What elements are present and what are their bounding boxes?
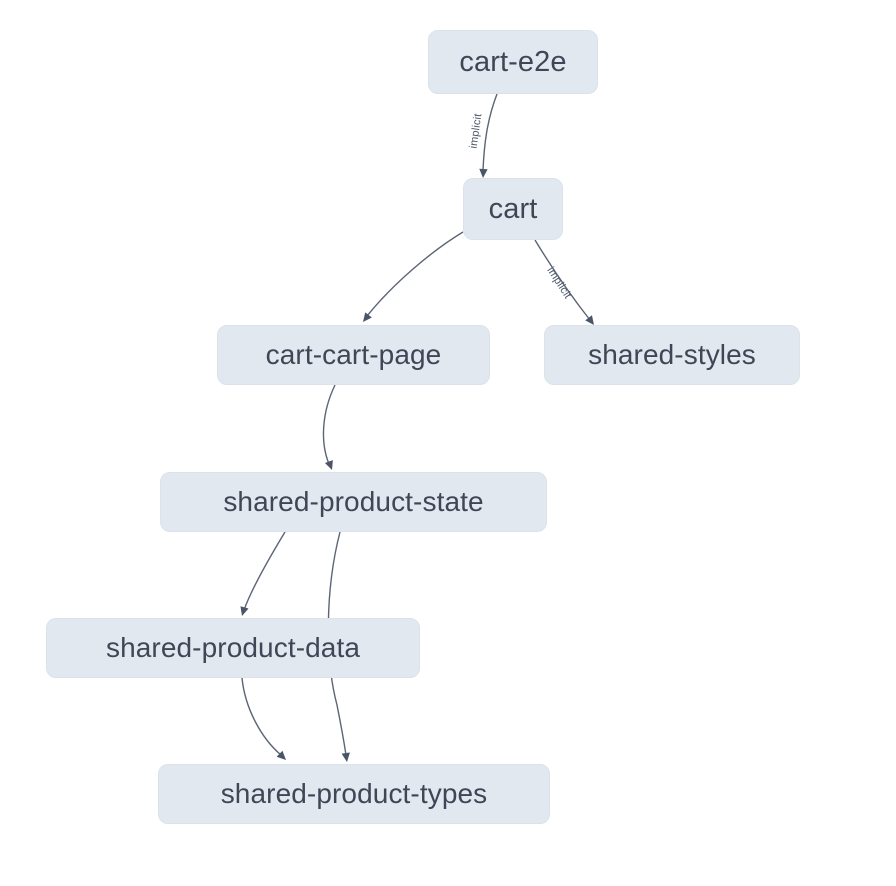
graph-node-label: cart-e2e (459, 45, 567, 78)
graph-node-label: shared-product-types (220, 778, 488, 809)
graph-node-label: cart-cart-page (265, 339, 442, 370)
edge-label-cart-e2e-to-cart: implicit (467, 112, 485, 150)
edge-arrowhead (324, 460, 333, 470)
graph-node-cart-cart-page[interactable]: cart-cart-page (217, 325, 490, 385)
edge-line (322, 384, 336, 465)
edge-arrowhead (479, 168, 488, 178)
edge-arrowhead (341, 752, 350, 762)
graph-node-shared-styles[interactable]: shared-styles (544, 325, 800, 385)
edge-line (366, 231, 464, 317)
edge-label-cart-to-shared-styles: implicit (544, 264, 574, 302)
graph-node-cart-e2e[interactable]: cart-e2e (428, 30, 598, 94)
graph-node-shared-product-types[interactable]: shared-product-types (158, 764, 550, 824)
graph-node-label: shared-product-state (223, 486, 484, 517)
graph-node-shared-product-state[interactable]: shared-product-state (160, 472, 547, 532)
graph-node-label: shared-styles (588, 339, 756, 370)
edge-line (243, 531, 286, 611)
graph-node-label: shared-product-data (105, 632, 361, 663)
edge-line (482, 93, 498, 172)
edge-arrowhead (363, 312, 372, 322)
edge-arrowhead (240, 606, 249, 616)
graph-node-label: cart (488, 192, 538, 225)
edge-arrowhead (276, 750, 286, 760)
edge-line (241, 677, 282, 756)
graph-node-cart[interactable]: cart (463, 178, 563, 240)
graph-node-shared-product-data[interactable]: shared-product-data (46, 618, 420, 678)
